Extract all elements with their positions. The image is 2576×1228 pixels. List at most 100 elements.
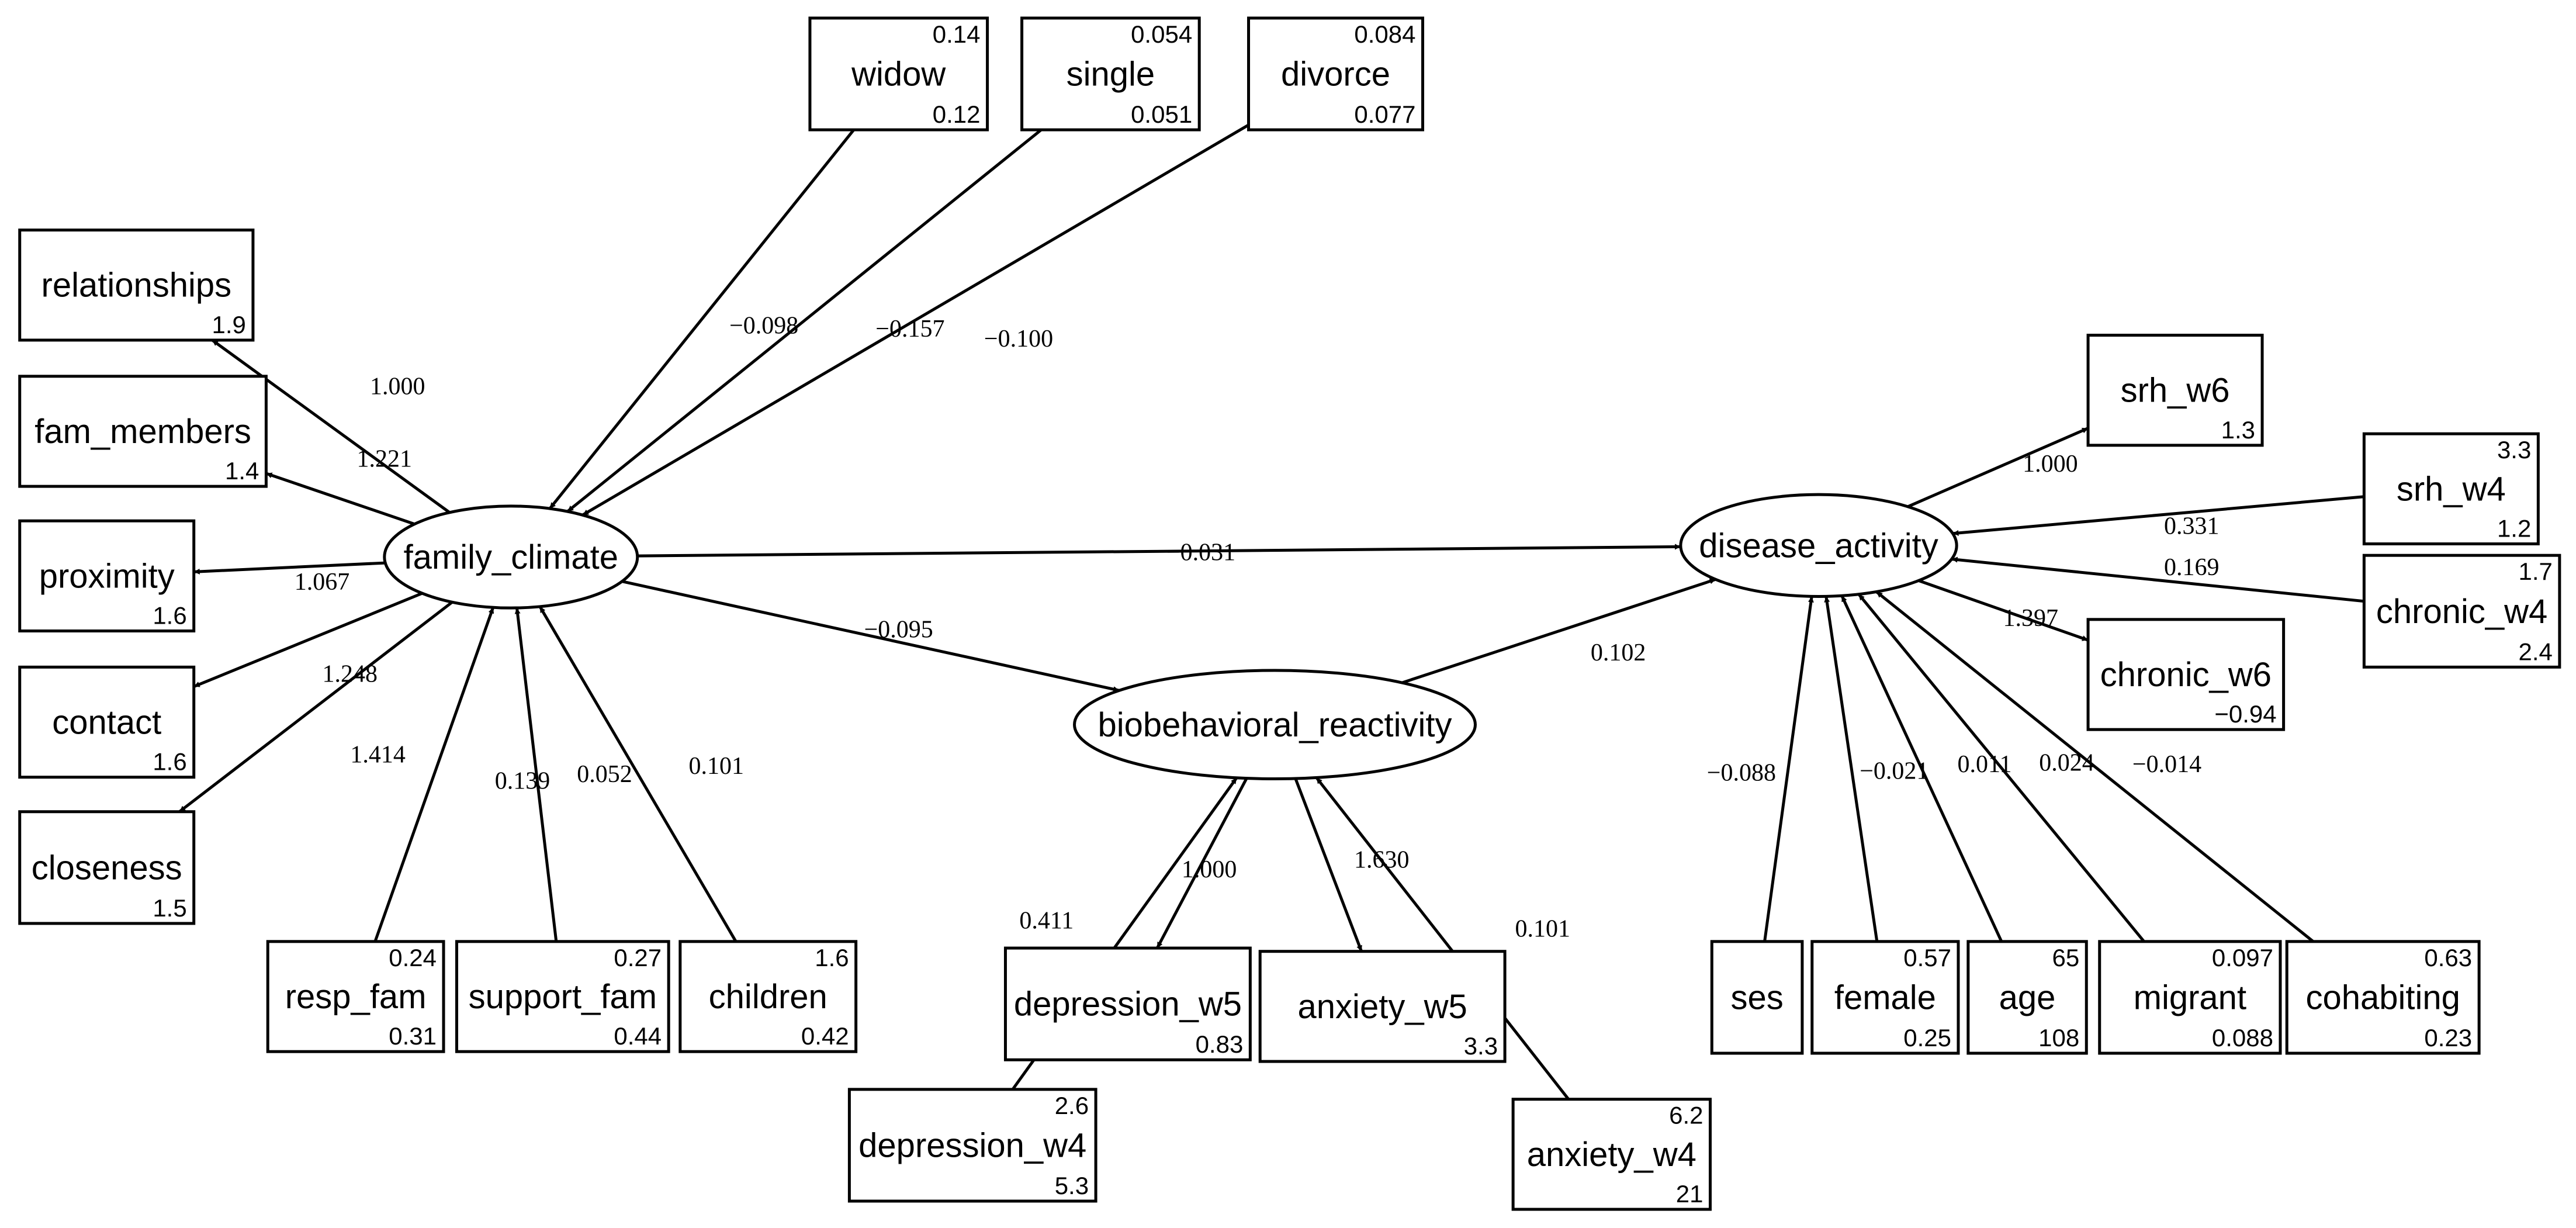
- edge-coefficient-label: 0.011: [1958, 751, 2012, 778]
- edge-disease_activity-to-chronic_w6: 1.397: [1918, 579, 2089, 642]
- edge-coefficient-label: 1.000: [370, 373, 425, 400]
- node-name-label: anxiety_w5: [1298, 988, 1467, 1026]
- node-box: [2098, 940, 2282, 1055]
- node-variance-value: 0.051: [1131, 101, 1192, 128]
- node-contact: contact 1.6: [18, 665, 196, 779]
- edge-biobehavioral_reactivity-to-depression_w5: 1.000: [1155, 777, 1248, 949]
- edge-arrow: [193, 591, 423, 689]
- edge-arrow: [581, 123, 1249, 517]
- edge-support_fam-to-family_climate: 0.052: [514, 607, 632, 942]
- node-name-label: srh_w4: [2397, 470, 2506, 508]
- edge-arrow: [1918, 579, 2089, 642]
- node-name-label: children: [709, 978, 827, 1016]
- edge-arrow: [178, 601, 453, 813]
- node-box: [1810, 940, 1960, 1055]
- node-name-label: srh_w6: [2121, 372, 2230, 410]
- edge-coefficient-label: −0.100: [984, 326, 1053, 352]
- edge-arrow: [621, 580, 1120, 693]
- node-box: [808, 16, 989, 132]
- node-name-label: proximity: [39, 557, 175, 595]
- node-name-label: female: [1834, 978, 1936, 1016]
- node-intercept-value: 0.24: [389, 944, 437, 971]
- node-name-label: widow: [851, 56, 946, 94]
- node-box: [2086, 333, 2264, 447]
- node-variance-value: 108: [2038, 1024, 2079, 1051]
- node-variance-value: 0.83: [1196, 1030, 1244, 1058]
- edge-arrow: [193, 561, 386, 575]
- node-anxiety_w5: anxiety_w53.3: [1258, 950, 1507, 1063]
- node-box: [847, 1088, 1097, 1203]
- node-name-label: contact: [52, 704, 161, 742]
- latent-ellipse: [1073, 669, 1477, 781]
- edge-coefficient-label: 0.101: [1515, 915, 1570, 942]
- node-name-label: relationships: [41, 267, 232, 305]
- node-variance-value: 0.077: [1354, 101, 1415, 128]
- edge-arrow: [1952, 495, 2364, 536]
- node-intercept-value: 0.63: [2424, 944, 2472, 971]
- edge-arrow: [1840, 595, 2003, 942]
- node-srh_w4: srh_w43.31.2: [2362, 432, 2540, 546]
- node-variance-value: 1.5: [153, 894, 186, 922]
- edge-family_climate-to-disease_activity: −0.031: [637, 539, 1681, 566]
- edge-arrow: [1155, 777, 1248, 949]
- node-box: [18, 229, 255, 342]
- node-variance-value: 2.4: [2518, 638, 2552, 665]
- node-name-label: migrant: [2134, 978, 2246, 1016]
- node-intercept-value: 0.27: [614, 944, 662, 971]
- node-variance-value: −0.94: [2214, 700, 2276, 728]
- node-name-label: cohabiting: [2305, 978, 2460, 1016]
- edge-coefficient-label: −0.014: [2132, 751, 2201, 778]
- node-srh_w6: srh_w6 1.3: [2086, 333, 2264, 447]
- edge-arrow: [1315, 776, 1570, 1101]
- node-box: [1003, 946, 1252, 1061]
- edge-coefficient-label: 1.397: [2003, 605, 2058, 632]
- node-variance-value: 1.6: [153, 748, 186, 776]
- edge-family_climate-to-contact: 1.248: [193, 591, 423, 689]
- node-chronic_w4: chronic_w4 1.7 2.4: [2362, 554, 2561, 669]
- node-intercept-value: 3.3: [2497, 436, 2531, 463]
- node-variance-value: 0.12: [933, 101, 981, 128]
- edge-coefficient-label: 0.139: [495, 767, 550, 794]
- edge-arrow: [265, 472, 416, 525]
- node-box: [18, 665, 196, 779]
- node-box: [2362, 554, 2561, 669]
- edge-coefficient-label: 0.102: [1591, 639, 1646, 666]
- latent-name-label: disease_activity: [1699, 527, 1938, 565]
- edge-coefficient-label: 0.101: [688, 753, 744, 780]
- edge-family_climate-to-biobehavioral_reactivity: −0.095: [621, 580, 1120, 693]
- node-box: [1511, 1098, 1712, 1211]
- node-name-label: chronic_w4: [2376, 593, 2547, 631]
- node-variance-value: 0.31: [389, 1022, 437, 1050]
- edge-coefficient-label: 0.331: [2164, 513, 2220, 540]
- node-variance-value: 1.3: [2221, 416, 2255, 444]
- node-intercept-value: 0.054: [1131, 20, 1192, 48]
- node-name-label: fam_members: [34, 413, 251, 451]
- node-intercept-value: 1.7: [2518, 558, 2552, 585]
- edge-coefficient-label: 1.067: [295, 569, 350, 596]
- node-name-label: chronic_w6: [2100, 656, 2272, 694]
- node-intercept-value: 0.084: [1354, 20, 1415, 48]
- node-intercept-value: 2.6: [1055, 1092, 1089, 1119]
- node-box: [18, 375, 268, 488]
- edge-biobehavioral_reactivity-to-disease_activity: 0.102: [1401, 577, 1716, 684]
- edge-chronic_w4-to-disease_activity: 0.169: [1951, 554, 2364, 603]
- node-intercept-value: 6.2: [1669, 1102, 1703, 1129]
- edge-coefficient-label: −0.095: [864, 617, 933, 644]
- edge-family_climate-to-relationships: 1.000: [211, 338, 451, 514]
- edge-arrow: [637, 544, 1681, 558]
- node-name-label: divorce: [1281, 56, 1390, 94]
- edge-coefficient-label: −0.088: [1707, 759, 1776, 786]
- edge-coefficient-label: 1.221: [357, 445, 413, 472]
- edge-coefficient-label: 0.052: [577, 761, 632, 788]
- edge-arrow: [1951, 556, 2364, 603]
- node-chronic_w6: chronic_w6 −0.94: [2086, 618, 2286, 731]
- node-name-label: support_fam: [469, 978, 657, 1016]
